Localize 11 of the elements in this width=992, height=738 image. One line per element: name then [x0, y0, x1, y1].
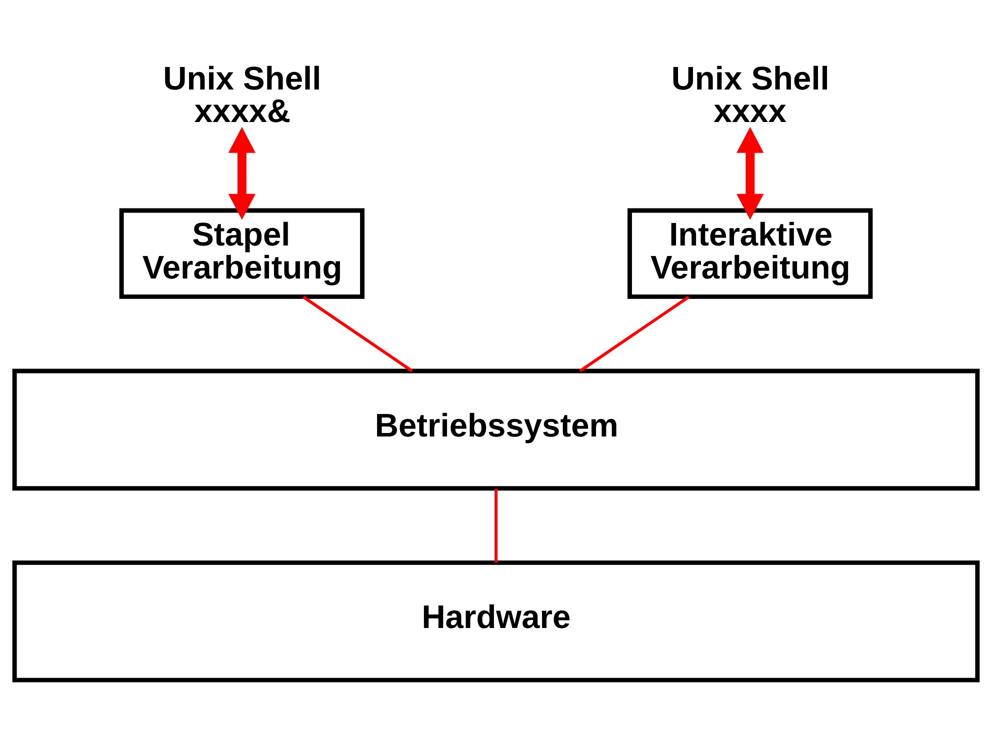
node-text: Unix Shell xxxx& [163, 59, 322, 129]
node-box: Interaktive Verarbeitung [628, 208, 873, 298]
node-text: Unix Shell xxxx [671, 59, 830, 129]
arrow [228, 126, 256, 220]
connector [579, 295, 690, 372]
node-box: Hardware [12, 560, 980, 682]
node-box: Betriebssystem [12, 368, 980, 490]
arrow [736, 126, 764, 220]
connector [494, 488, 498, 562]
connector [302, 295, 413, 372]
node-box: Stapel Verarbeitung [119, 208, 364, 298]
